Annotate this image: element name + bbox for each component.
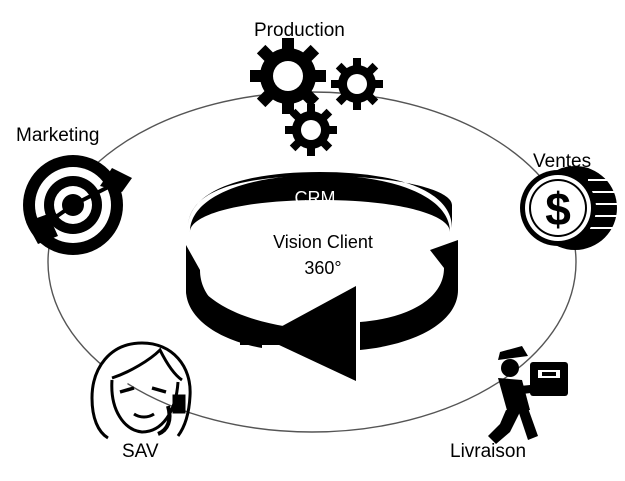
headset-agent-icon: [90, 341, 192, 440]
node-label-production: Production: [254, 20, 345, 41]
target-icon: [23, 155, 132, 255]
circular-arrow-icon: [186, 172, 458, 381]
center-title: CRM: [294, 188, 336, 208]
dollar-coin-icon: $: [520, 166, 617, 250]
delivery-person-icon: [488, 346, 568, 444]
node-label-livraison: Livraison: [450, 441, 527, 462]
center-subtitle-line2: 360°: [304, 258, 342, 278]
node-label-marketing: Marketing: [16, 125, 100, 146]
svg-text:$: $: [545, 183, 571, 235]
node-label-sav: SAV: [122, 441, 159, 462]
gears-icon: [250, 38, 383, 156]
node-label-ventes: Ventes: [533, 151, 592, 172]
center-subtitle-line1: Vision Client: [273, 232, 373, 252]
